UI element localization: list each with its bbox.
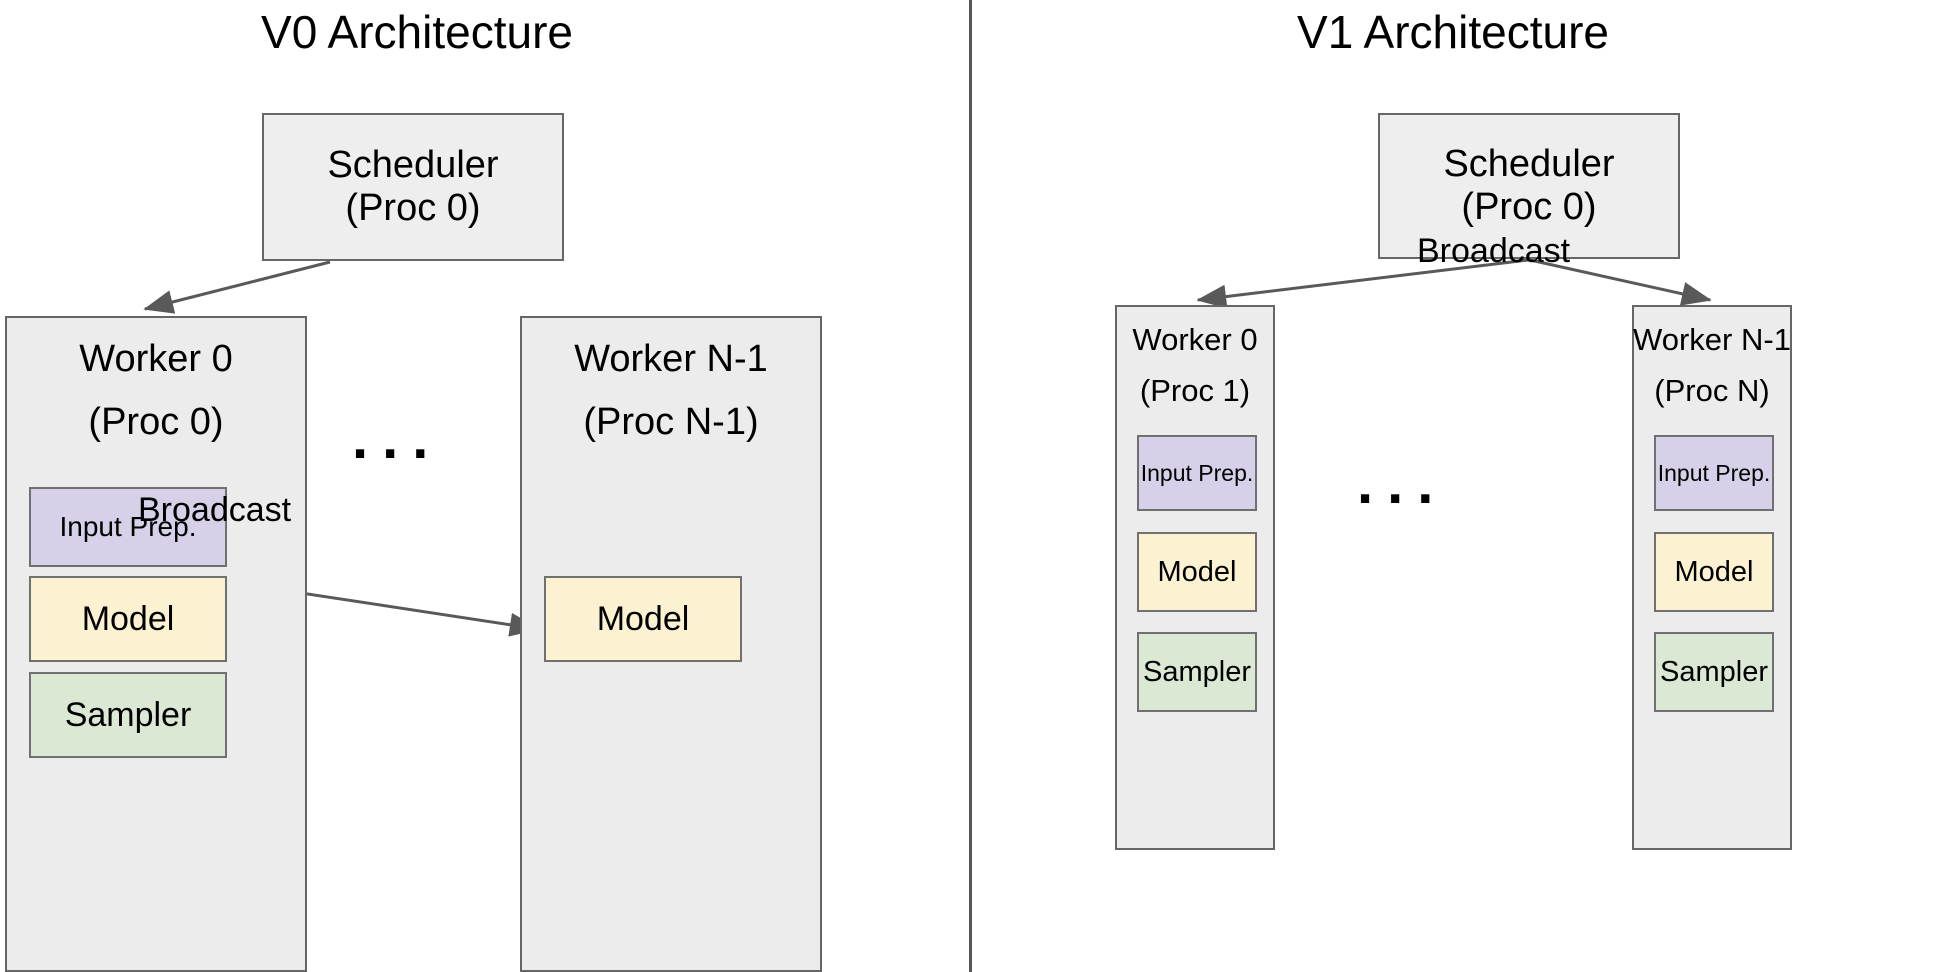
v1-worker-0-line1: Worker 0 [1132, 322, 1258, 357]
v1-worker-n-1-sampler[interactable]: Sampler [1654, 632, 1774, 712]
v1-scheduler-line1: Scheduler [1443, 143, 1615, 186]
panel-title-v0: V0 Architecture [261, 6, 573, 58]
v1-worker-0-sampler[interactable]: Sampler [1137, 632, 1257, 712]
v0-worker-0-input-prep[interactable]: Input Prep. [29, 487, 227, 567]
v1-scheduler-line2: (Proc 0) [1461, 186, 1597, 228]
v1-worker-n-1-line1: Worker N-1 [1633, 322, 1791, 357]
v1-worker-0-box[interactable]: Worker 0 (Proc 1) Input Prep. Model Samp… [1115, 305, 1275, 850]
panel-divider [969, 0, 972, 972]
panel-v1-architecture: V1 Architecture Scheduler (Proc 0) Worke… [972, 0, 1954, 972]
v1-worker-n-1-model[interactable]: Model [1654, 532, 1774, 612]
v0-worker-n-1-line2: (Proc N-1) [583, 400, 759, 443]
v0-worker-0-box[interactable]: Worker 0 (Proc 0) Input Prep. Model Samp… [5, 316, 307, 972]
v1-worker-n-1-input-prep[interactable]: Input Prep. [1654, 435, 1774, 511]
v1-worker-0-input-prep[interactable]: Input Prep. [1137, 435, 1257, 511]
v1-worker-0-line2: (Proc 1) [1139, 372, 1251, 408]
v1-broadcast-label: Broadcast [1417, 232, 1571, 270]
v0-scheduler-box[interactable]: Scheduler (Proc 0) [262, 113, 564, 261]
v0-scheduler-line2: (Proc 0) [345, 187, 481, 229]
v1-worker-0-model[interactable]: Model [1137, 532, 1257, 612]
v0-ellipsis-dots: ... [352, 406, 443, 471]
v0-worker-n-1-model[interactable]: Model [544, 576, 742, 662]
v1-scheduler-box[interactable]: Scheduler (Proc 0) [1378, 113, 1680, 259]
v1-worker-n-1-box[interactable]: Worker N-1 (Proc N) Input Prep. Model Sa… [1632, 305, 1792, 850]
v0-worker-n-1-box[interactable]: Worker N-1 (Proc N-1) Model [520, 316, 822, 972]
v0-worker-0-model[interactable]: Model [29, 576, 227, 662]
v0-scheduler-line1: Scheduler [327, 144, 499, 187]
v1-worker-n-1-line2: (Proc N) [1654, 372, 1770, 408]
v0-worker-0-sampler[interactable]: Sampler [29, 672, 227, 758]
v0-broadcast-label: Broadcast [138, 491, 292, 529]
v0-worker-0-line2: (Proc 0) [88, 400, 224, 443]
v0-worker-0-line1: Worker 0 [79, 338, 233, 380]
panel-v0-architecture: V0 Architecture Scheduler (Proc 0) Worke… [0, 0, 970, 972]
v0-worker-n-1-line1: Worker N-1 [574, 338, 768, 380]
panel-title-v1: V1 Architecture [1297, 6, 1609, 58]
v1-ellipsis-dots: ... [1357, 451, 1448, 516]
arrow-scheduler-to-worker0 [143, 260, 331, 314]
